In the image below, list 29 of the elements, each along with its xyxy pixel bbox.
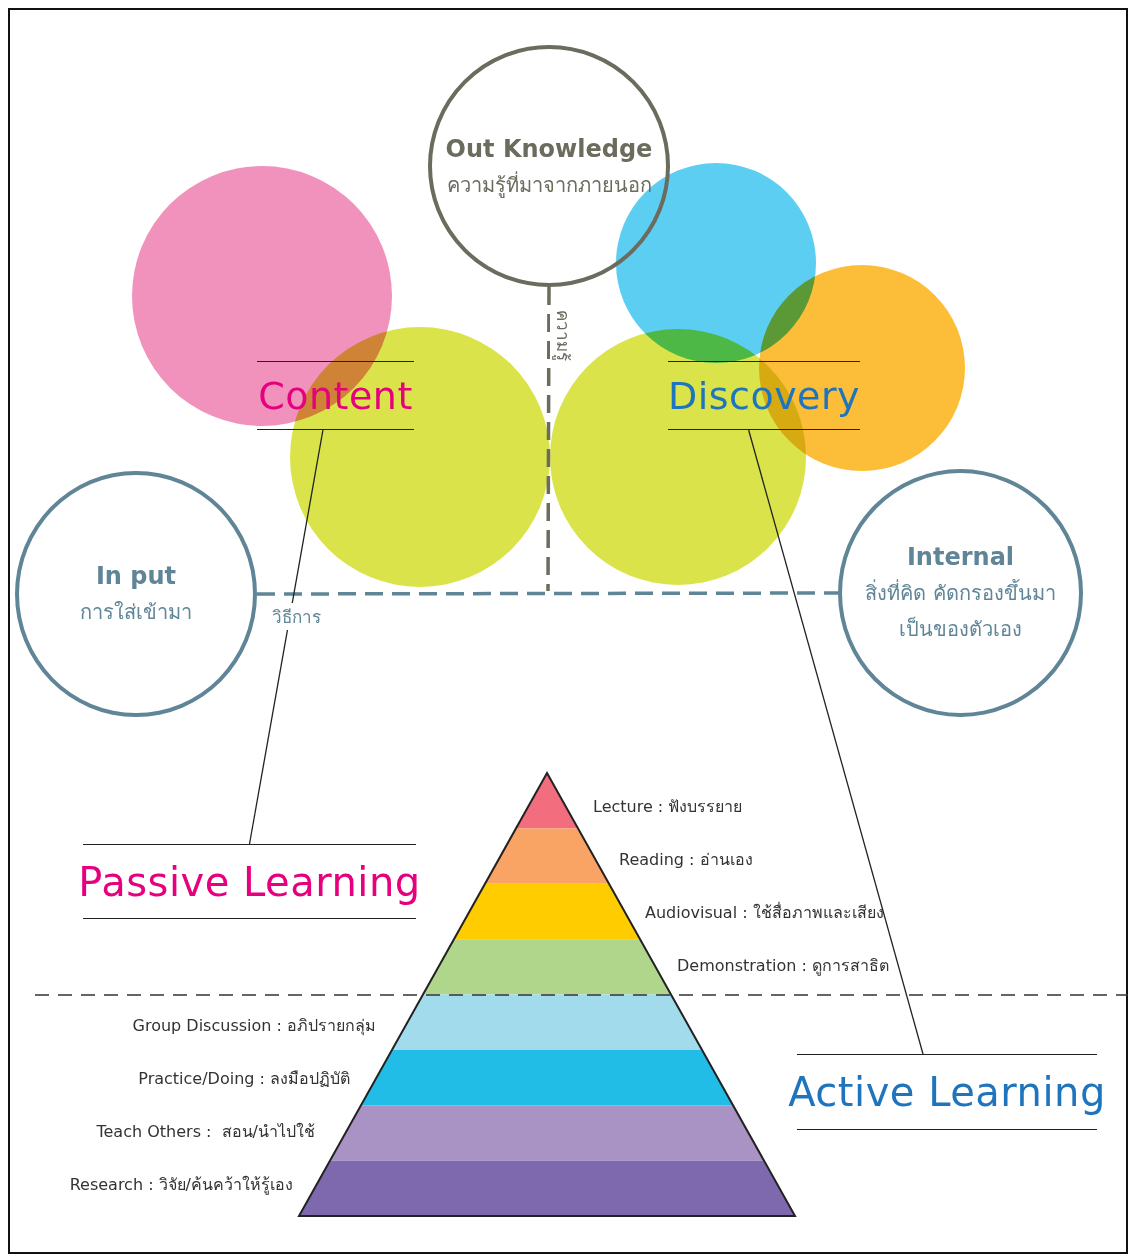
- level-label: Group Discussion : อภิปรายกลุ่ม: [132, 1014, 376, 1038]
- level-label: Practice/Doing : ลงมือปฏิบัติ: [138, 1067, 350, 1090]
- circle-heading: Out Knowledge: [445, 134, 653, 165]
- circle-heading: Internal: [906, 542, 1015, 573]
- heading-text: Content: [258, 373, 413, 418]
- level-label: Reading : อ่านเอง: [619, 848, 753, 871]
- heading-text: Active Learning: [788, 1069, 1106, 1115]
- edge-label: วิธีการ: [270, 603, 323, 630]
- level-label: Teach Others : สอน/นำไปใช้: [96, 1120, 315, 1143]
- circle-text: ความรู้ที่มาจากภายนอก: [445, 170, 653, 200]
- circle-text: การใส่เข้ามา: [79, 599, 193, 626]
- circle-text: สิ่งที่คิด คัดกรองขึ้นมา เป็นของตัวเอง: [864, 578, 1057, 643]
- dashed-line: [257, 591, 838, 596]
- ruled-heading-band: [668, 361, 860, 430]
- connector-line: [748, 429, 924, 1055]
- dashed-line: [546, 287, 551, 591]
- outlined-circle: [428, 45, 670, 287]
- circle-heading: In put: [95, 561, 177, 592]
- outlined-circle: [838, 469, 1083, 717]
- connector-line: [248, 429, 324, 845]
- ruled-heading-band: [257, 361, 414, 430]
- level-label: Demonstration : ดูการสาธิต: [677, 954, 889, 978]
- outlined-circle: [15, 471, 257, 717]
- level-label: Research : วิจัย/ค้นคว้าให้รู้เอง: [69, 1173, 293, 1197]
- level-label: Audiovisual : ใช้สื่อภาพและเสียง: [645, 901, 884, 924]
- heading-text: Discovery: [667, 373, 861, 418]
- ruled-heading-band: [83, 844, 416, 919]
- level-label: Lecture : ฟังบรรยาย: [593, 795, 743, 818]
- heading-text: Passive Learning: [78, 858, 421, 905]
